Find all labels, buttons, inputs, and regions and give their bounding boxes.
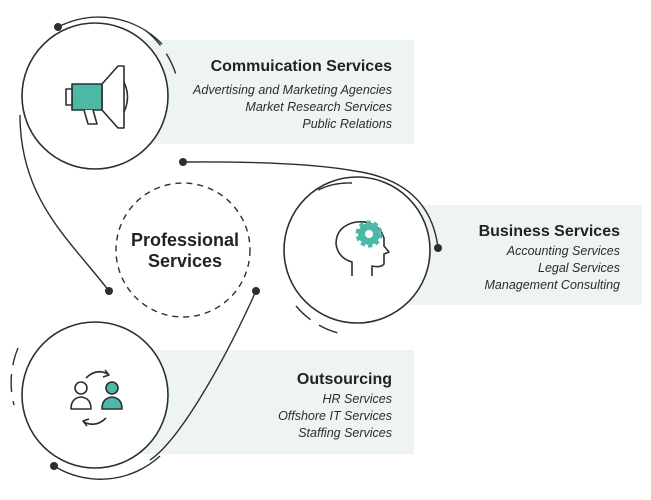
list-item: HR Services (322, 392, 392, 406)
megaphone-icon (65, 65, 129, 129)
list-item: Offshore IT Services (278, 409, 392, 423)
list-item: Public Relations (302, 117, 392, 131)
outsourcing-list: HR Services Offshore IT Services Staffin… (278, 391, 392, 442)
list-item: Market Research Services (245, 100, 392, 114)
outsourcing-title: Outsourcing (296, 371, 392, 388)
list-item: Staffing Services (298, 426, 392, 440)
list-item: Legal Services (538, 261, 620, 275)
list-item: Management Consulting (484, 278, 621, 292)
people-exchange-icon (70, 369, 123, 427)
list-item: Advertising and Marketing Agencies (193, 83, 392, 97)
business-list: Accounting Services Legal Services Manag… (485, 243, 621, 294)
center-label: Professional Services (115, 230, 255, 272)
center-label-line1: Professional (130, 230, 240, 250)
communication-panel: Commuication Services Advertising and Ma… (120, 40, 414, 144)
business-title: Business Services (478, 223, 620, 240)
center-label-line2: Services (147, 251, 223, 271)
communication-list: Advertising and Marketing Agencies Marke… (193, 82, 392, 133)
business-node (179, 158, 442, 335)
head-gear-icon (335, 220, 390, 276)
center-dashed-circle (115, 182, 251, 318)
list-item: Accounting Services (506, 244, 620, 258)
communication-node (19, 16, 179, 295)
outsourcing-panel: Outsourcing HR Services Offshore IT Serv… (120, 350, 414, 454)
outsourcing-node (10, 287, 260, 480)
communication-title: Commuication Services (210, 58, 392, 75)
